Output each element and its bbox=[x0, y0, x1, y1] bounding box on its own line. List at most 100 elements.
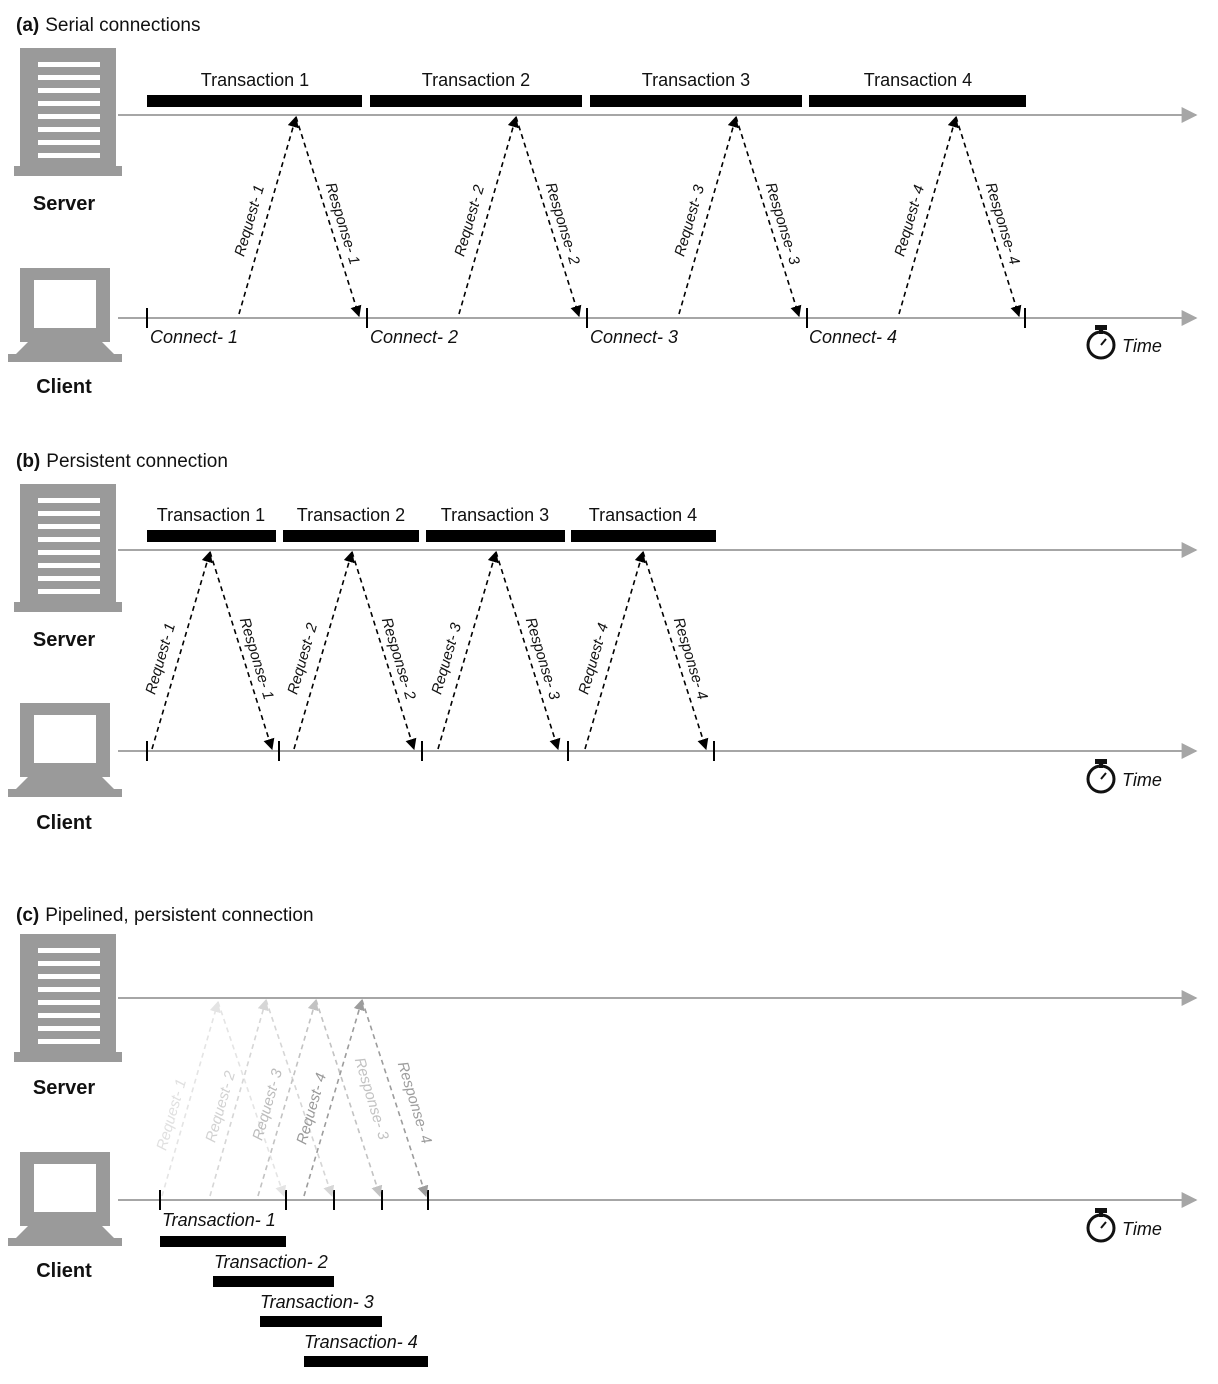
panel-c-title: (c) Pipelined, persistent connection bbox=[16, 905, 314, 926]
stopwatch-icon bbox=[1086, 323, 1116, 360]
request-arrow bbox=[209, 998, 269, 1197]
panel-a-tag: (a) bbox=[16, 15, 39, 36]
time-label: Time bbox=[1122, 1219, 1162, 1239]
time-label: Time bbox=[1122, 770, 1162, 790]
transaction-label: Transaction 4 bbox=[864, 70, 972, 90]
panel-b-title-text: Persistent connection bbox=[46, 451, 228, 472]
transaction-label: Transaction 1 bbox=[201, 70, 309, 90]
request-arrow bbox=[293, 550, 355, 750]
panel-c-tag: (c) bbox=[16, 905, 39, 926]
response-arrow bbox=[495, 551, 561, 751]
transaction-label: Transaction- 4 bbox=[304, 1332, 418, 1352]
response-label: Response- 2 bbox=[542, 181, 583, 268]
response-label: Response- 3 bbox=[351, 1056, 392, 1143]
response-arrow bbox=[209, 551, 275, 751]
request-label: Request- 3 bbox=[671, 183, 708, 259]
transaction-bar bbox=[809, 95, 1026, 107]
transaction-label: Transaction- 2 bbox=[214, 1252, 328, 1272]
response-arrow bbox=[351, 551, 417, 751]
response-label: Response- 3 bbox=[522, 616, 563, 703]
response-arrow bbox=[515, 116, 582, 318]
transaction-label: Transaction 2 bbox=[297, 505, 405, 525]
response-arrow bbox=[265, 999, 335, 1198]
server-label: Server bbox=[33, 193, 95, 215]
transaction-bar bbox=[304, 1356, 428, 1367]
request-label: Request- 1 bbox=[153, 1077, 190, 1152]
response-arrow bbox=[315, 999, 383, 1198]
response-label: Response- 1 bbox=[236, 616, 277, 702]
transaction-label: Transaction- 3 bbox=[260, 1292, 374, 1312]
transaction-label: Transaction 4 bbox=[589, 505, 697, 525]
stopwatch-icon bbox=[1086, 757, 1116, 794]
panel-b-tag: (b) bbox=[16, 451, 40, 472]
connect-label: Connect- 4 bbox=[809, 327, 897, 347]
transaction-bar bbox=[147, 95, 362, 107]
transaction-label: Transaction 3 bbox=[441, 505, 549, 525]
client-label: Client bbox=[36, 376, 92, 398]
transaction-bar bbox=[147, 530, 276, 542]
response-label: Response- 3 bbox=[762, 181, 803, 268]
transaction-label: Transaction 3 bbox=[642, 70, 750, 90]
response-arrow bbox=[642, 551, 709, 751]
request-arrow bbox=[458, 115, 519, 315]
client-icon bbox=[8, 703, 122, 797]
request-label: Request- 3 bbox=[249, 1067, 286, 1143]
server-label: Server bbox=[33, 1077, 95, 1099]
request-arrow bbox=[678, 115, 739, 315]
client-label: Client bbox=[36, 812, 92, 834]
panel-a: (a) Serial connections Server Client Time… bbox=[8, 15, 1198, 398]
response-label: Response- 4 bbox=[670, 616, 711, 702]
response-label: Response- 4 bbox=[982, 181, 1023, 267]
request-label: Request- 1 bbox=[142, 621, 179, 696]
request-label: Request- 2 bbox=[451, 183, 488, 259]
response-arrow bbox=[217, 1001, 287, 1198]
request-label: Request- 4 bbox=[575, 621, 612, 696]
transaction-bar bbox=[283, 530, 419, 542]
transaction-bar bbox=[571, 530, 716, 542]
transaction-bar bbox=[370, 95, 582, 107]
request-arrow bbox=[303, 998, 365, 1197]
response-arrow bbox=[955, 116, 1022, 318]
transaction-bar bbox=[260, 1316, 382, 1327]
request-arrow bbox=[437, 550, 499, 750]
stopwatch-icon bbox=[1086, 1206, 1116, 1243]
request-label: Request- 4 bbox=[293, 1071, 330, 1146]
panel-b-title: (b) Persistent connection bbox=[16, 451, 228, 472]
response-arrow bbox=[735, 116, 802, 318]
panel-c-title-text: Pipelined, persistent connection bbox=[45, 905, 313, 926]
time-label: Time bbox=[1122, 336, 1162, 356]
transaction-label: Transaction 2 bbox=[422, 70, 530, 90]
request-label: Request- 1 bbox=[231, 183, 268, 258]
connect-label: Connect- 3 bbox=[590, 327, 678, 347]
request-label: Request- 2 bbox=[202, 1069, 239, 1145]
client-icon bbox=[8, 268, 122, 362]
request-arrow bbox=[584, 550, 646, 750]
response-arrow bbox=[295, 116, 362, 318]
response-arrow bbox=[361, 999, 429, 1198]
panel-a-title: (a) Serial connections bbox=[16, 15, 201, 36]
client-label: Client bbox=[36, 1260, 92, 1282]
client-icon bbox=[8, 1152, 122, 1246]
request-label: Request- 3 bbox=[428, 621, 465, 697]
transaction-bar bbox=[590, 95, 802, 107]
request-arrow bbox=[238, 115, 299, 315]
transaction-label: Transaction 1 bbox=[157, 505, 265, 525]
connect-label: Connect- 1 bbox=[150, 327, 238, 347]
request-arrow bbox=[257, 998, 319, 1197]
server-icon bbox=[14, 48, 122, 176]
server-icon bbox=[14, 934, 122, 1062]
request-label: Request- 2 bbox=[284, 621, 321, 697]
request-arrow bbox=[898, 115, 959, 315]
panel-a-title-text: Serial connections bbox=[45, 15, 200, 36]
request-arrow bbox=[151, 550, 213, 750]
response-label: Response- 2 bbox=[378, 616, 419, 703]
transaction-bar bbox=[426, 530, 565, 542]
panel-b: (b)Persistent connection Server Client T… bbox=[8, 451, 1198, 834]
request-arrow bbox=[161, 1000, 221, 1197]
transaction-label: Transaction- 1 bbox=[162, 1210, 276, 1230]
transaction-bar bbox=[213, 1276, 334, 1287]
connect-label: Connect- 2 bbox=[370, 327, 458, 347]
server-icon bbox=[14, 484, 122, 612]
request-label: Request- 4 bbox=[891, 183, 928, 258]
response-label: Response- 4 bbox=[394, 1060, 435, 1146]
